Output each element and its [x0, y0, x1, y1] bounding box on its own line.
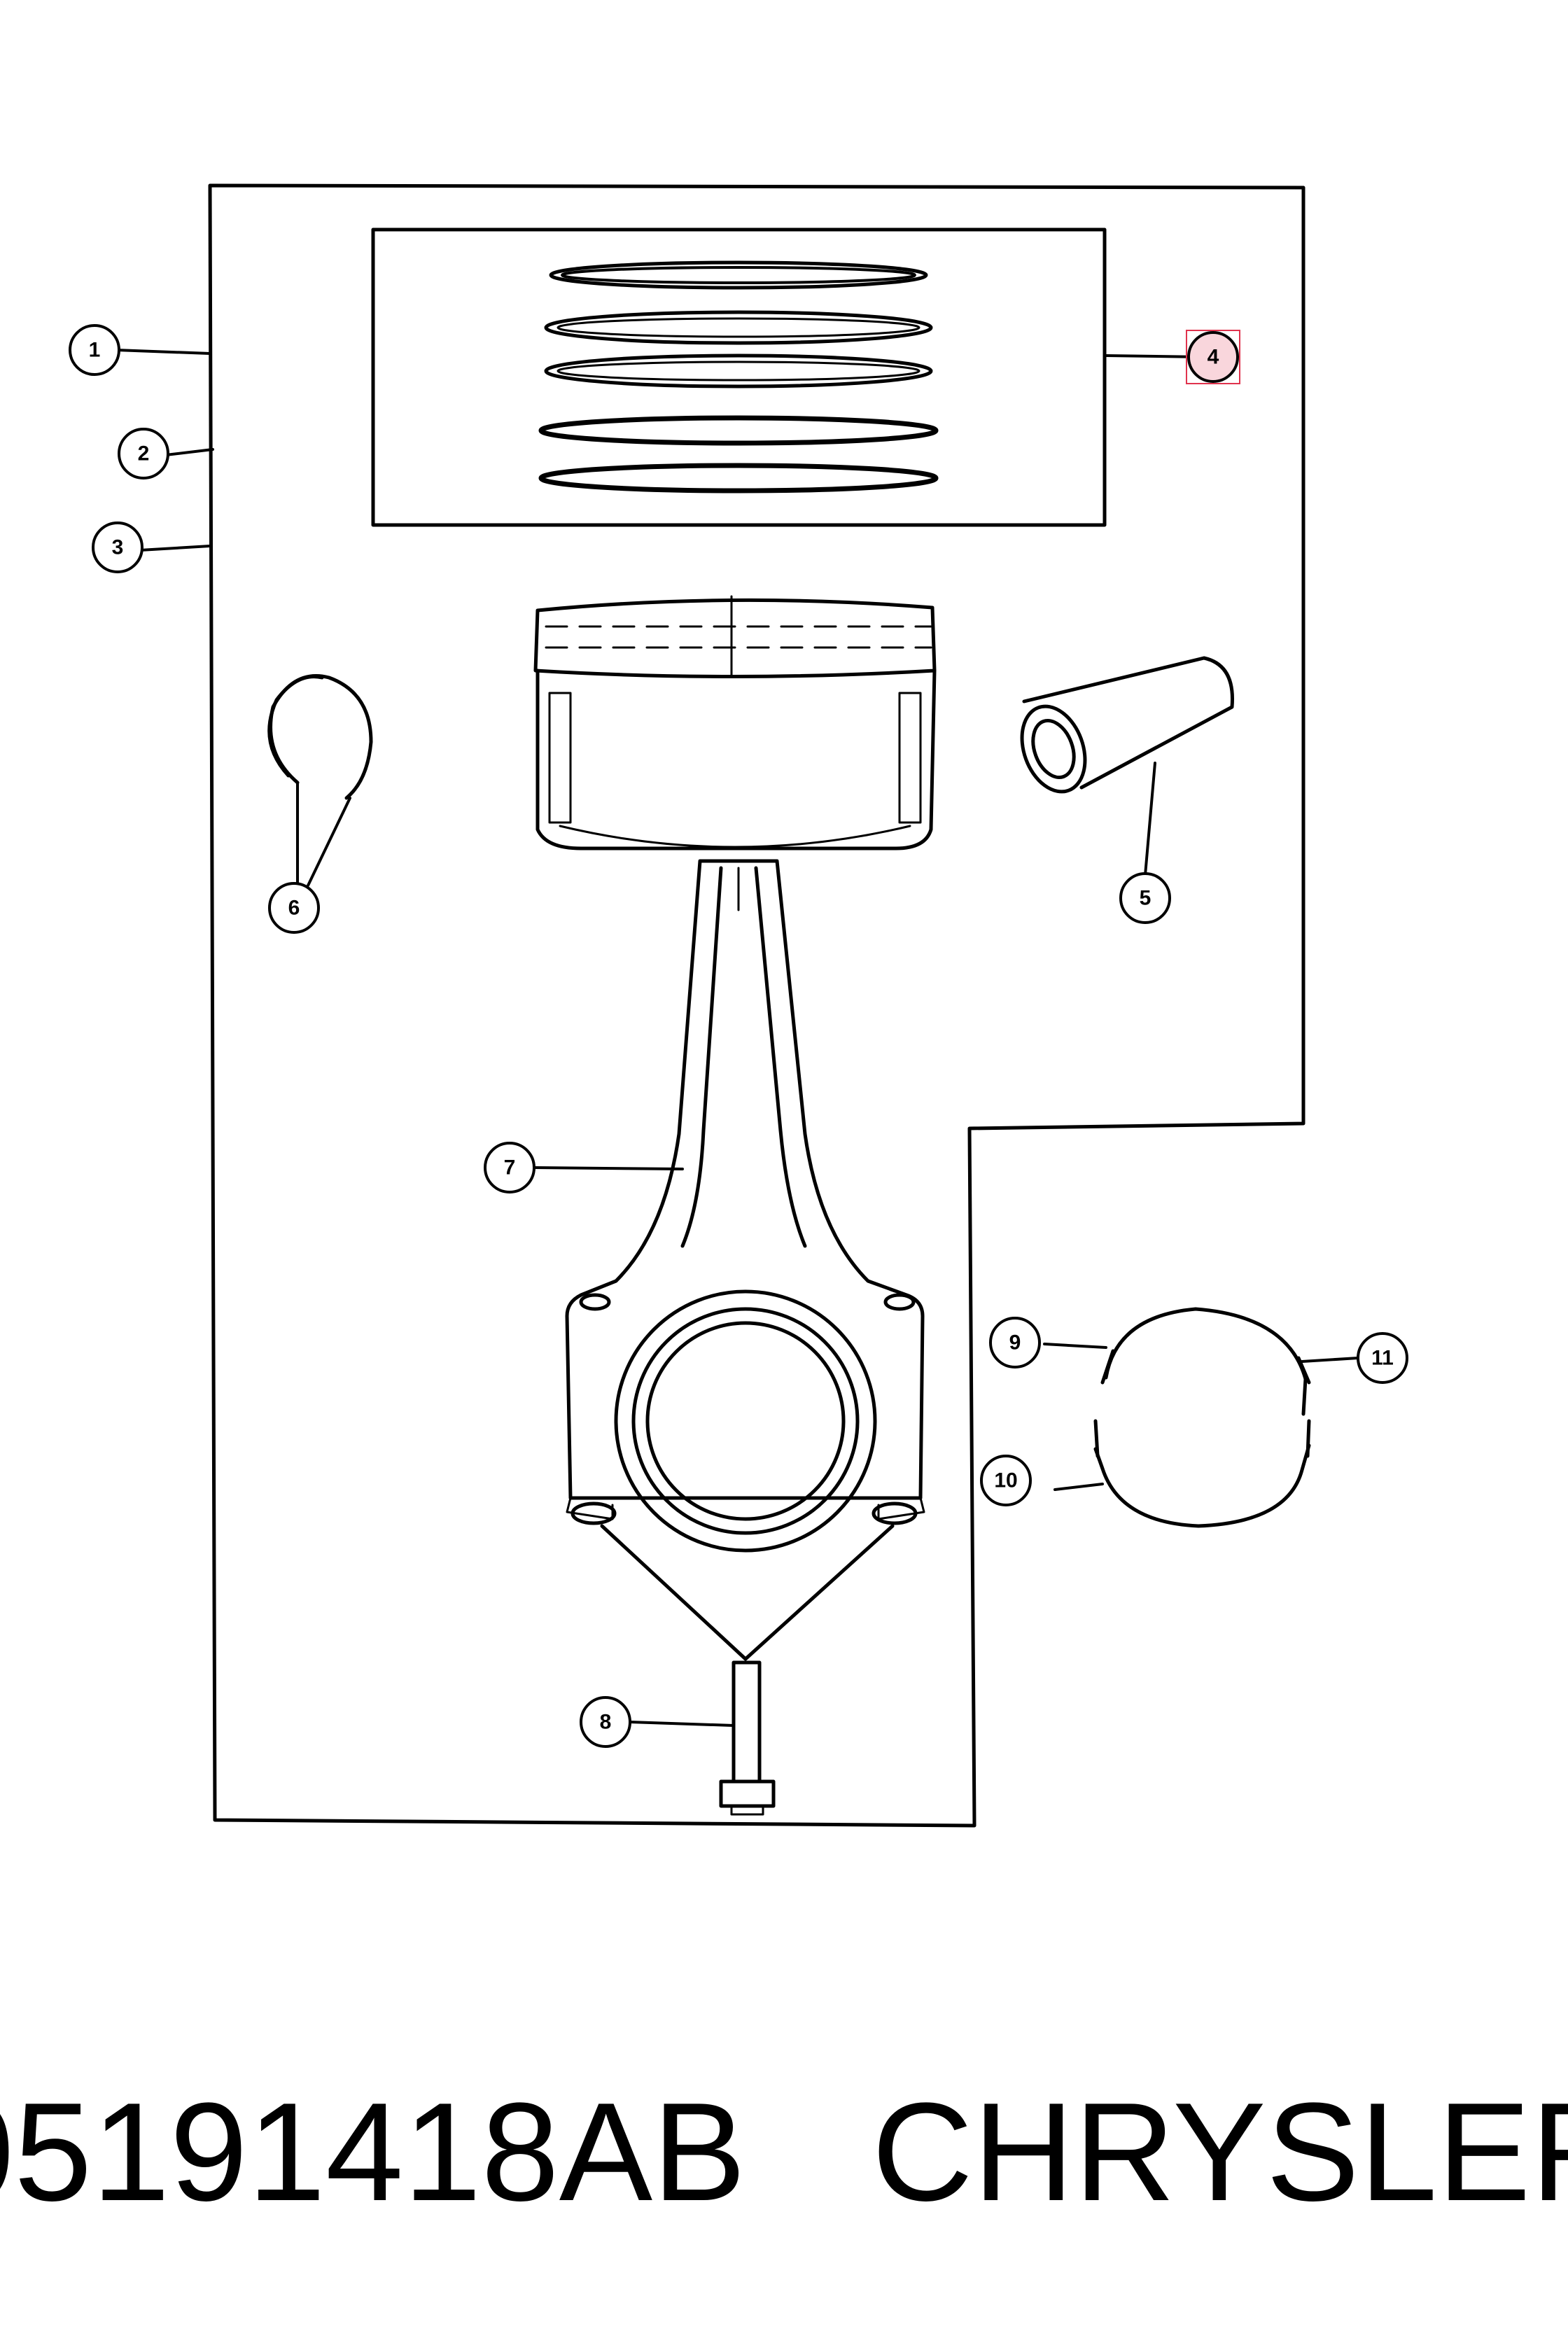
brand-name: CHRYSLER [872, 2074, 1568, 2230]
part-number: 05191418AB [0, 2074, 746, 2230]
svg-text:7: 7 [504, 1156, 516, 1180]
svg-text:8: 8 [600, 1711, 612, 1734]
rod-bearing-halves [1093, 1307, 1311, 1528]
snap-rings [267, 674, 373, 800]
svg-text:10: 10 [994, 1469, 1017, 1492]
svg-text:9: 9 [1009, 1331, 1021, 1354]
callout-5[interactable]: 5 [1119, 872, 1171, 924]
callout-9[interactable]: 9 [989, 1317, 1041, 1368]
caption: 05191418AB CHRYSLER [0, 2062, 1568, 2244]
callout-7[interactable]: 7 [484, 1142, 536, 1194]
callout-11[interactable]: 11 [1357, 1332, 1408, 1384]
svg-text:3: 3 [112, 536, 124, 559]
piston-rings [538, 260, 939, 493]
callout-1[interactable]: 1 [69, 324, 120, 376]
callout-2[interactable]: 2 [118, 428, 169, 479]
svg-text:2: 2 [138, 442, 150, 465]
svg-text:5: 5 [1140, 887, 1152, 910]
callout-8[interactable]: 8 [580, 1696, 631, 1748]
svg-text:11: 11 [1371, 1347, 1394, 1370]
svg-text:4: 4 [1208, 346, 1219, 369]
wrist-pin [1020, 656, 1234, 794]
callout-10[interactable]: 10 [980, 1455, 1032, 1506]
ring-set-box [371, 227, 1107, 527]
rod-bolt [600, 1524, 895, 1816]
connecting-rod [565, 859, 925, 1553]
kit-outline [208, 183, 1306, 1828]
callouts: 1 2 3 4 5 6 7 8 [69, 324, 1408, 1748]
callout-6[interactable]: 6 [268, 882, 320, 934]
piston [533, 595, 937, 850]
svg-text:6: 6 [288, 897, 300, 920]
callout-3[interactable]: 3 [92, 522, 144, 573]
svg-text:1: 1 [89, 339, 101, 362]
callout-4-highlighted[interactable]: 4 [1186, 330, 1240, 384]
